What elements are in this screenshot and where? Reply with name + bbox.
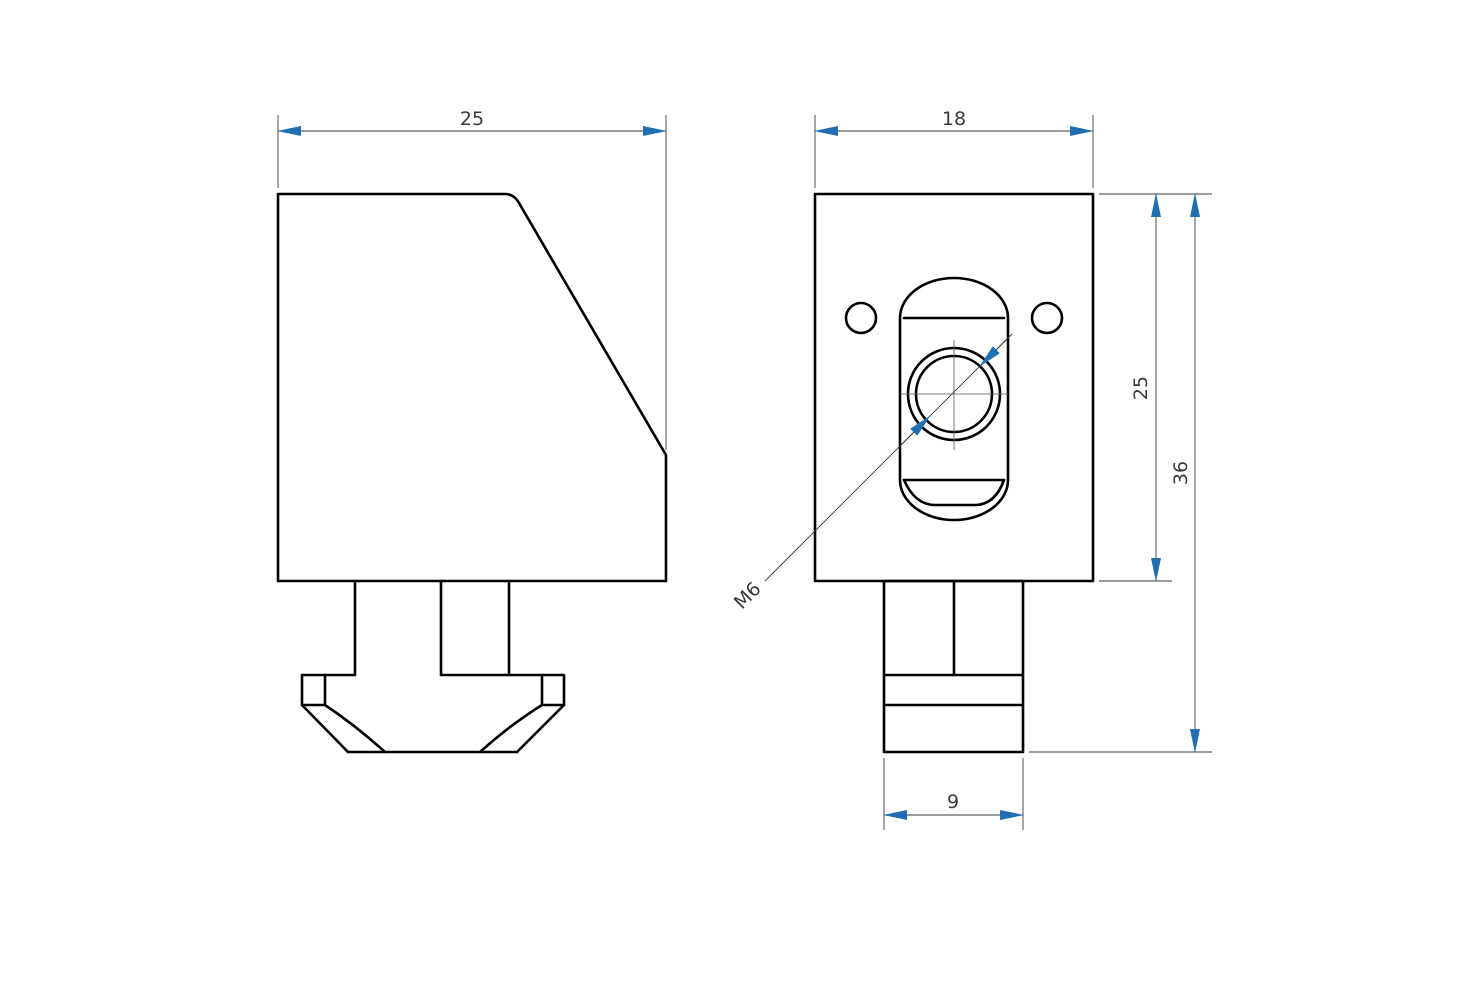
- leader-line: [764, 333, 1013, 582]
- slot-inner-curves: [902, 478, 1006, 507]
- side-view-right-chamfer: [478, 673, 566, 754]
- side-view-neck-right: [439, 579, 566, 754]
- thread-callout: M6: [730, 333, 1013, 614]
- leader-arrow-lower: [901, 415, 931, 445]
- slot-inner-lines: [902, 316, 1006, 482]
- front-view: M6 18 25 36 9: [730, 108, 1212, 830]
- dimension-label-total-height: 36: [1170, 461, 1192, 485]
- dimension-body-height: 25: [1099, 193, 1212, 582]
- dimension-tslot-width: 9: [883, 758, 1024, 830]
- side-view: 25: [276, 108, 668, 754]
- dimension-label-tslot-width: 9: [947, 791, 959, 813]
- dimension-total-height: 36: [1029, 193, 1212, 753]
- side-view-body-outline: [276, 192, 668, 583]
- dimension-side-width: 25: [277, 108, 667, 450]
- mounting-hole-left: [844, 301, 878, 335]
- dimension-label-front-width: 18: [942, 108, 966, 130]
- mounting-hole-right: [1030, 301, 1064, 335]
- leader-arrow-upper: [979, 337, 1009, 367]
- slot-outline: [898, 276, 1010, 522]
- front-view-stem-bands: [882, 673, 1025, 707]
- side-view-neck-left: [300, 579, 357, 754]
- dimension-label-side-width: 25: [460, 108, 484, 130]
- dimension-label-body-height: 25: [1130, 376, 1152, 400]
- thread-label: M6: [730, 578, 766, 614]
- side-view-left-chamfer: [300, 673, 387, 754]
- dimension-front-width: 18: [814, 108, 1094, 188]
